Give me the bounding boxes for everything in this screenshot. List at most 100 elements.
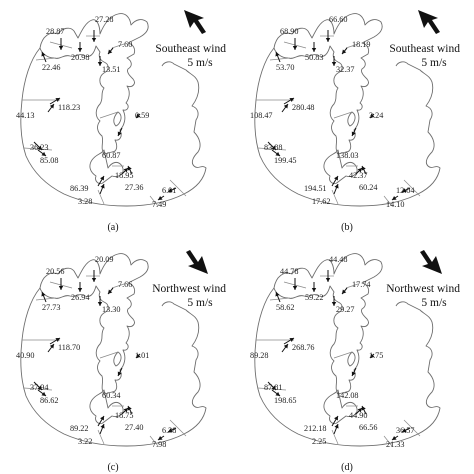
discharge-value: 50.83	[305, 53, 323, 62]
flow-arrowhead	[41, 151, 46, 156]
discharge-value: 21.33	[386, 440, 404, 449]
southeast-arrow-icon	[420, 250, 442, 274]
flow-arrowhead	[168, 428, 173, 433]
cross-section-line	[403, 179, 421, 197]
discharge-value: 27.40	[125, 423, 143, 432]
discharge-value: 1.01	[135, 351, 149, 360]
flow-arrowhead	[77, 288, 83, 292]
flow-arrowhead	[158, 195, 163, 200]
flow-arrowhead	[334, 424, 339, 429]
flow-arrowhead	[100, 176, 104, 181]
discharge-value: 44.48	[329, 255, 347, 264]
cross-section-line	[149, 435, 159, 447]
discharge-value: 86.62	[40, 396, 58, 405]
flow-arrowhead	[275, 52, 280, 57]
flow-arrowhead	[357, 168, 362, 173]
flow-arrowhead	[91, 38, 97, 42]
discharge-value: 7.66	[118, 280, 132, 289]
discharge-value: 87.81	[264, 383, 282, 392]
discharge-value: 60.24	[359, 183, 377, 192]
discharge-value: 89.22	[70, 424, 88, 433]
flow-arrowhead	[58, 46, 64, 50]
discharge-value: 2.25	[312, 437, 326, 446]
flow-arrowhead	[271, 145, 276, 150]
flow-arrowhead	[37, 385, 42, 390]
flow-arrowhead	[325, 38, 331, 42]
northwest-arrow-icon	[184, 10, 206, 34]
cross-section-line	[331, 429, 339, 445]
flow-arrowhead	[331, 302, 337, 306]
cross-section-line	[23, 147, 53, 151]
panel-caption: (a)	[107, 222, 118, 233]
flow-arrowhead	[311, 48, 317, 52]
cross-section-line	[111, 283, 125, 289]
cross-section-line	[403, 419, 421, 437]
flow-arrowhead	[275, 292, 280, 297]
flow-arrowhead	[37, 145, 42, 150]
flow-arrowhead	[123, 408, 128, 413]
discharge-value: 12.04	[396, 186, 414, 195]
discharge-value: 28.87	[46, 27, 64, 36]
cross-section-line	[257, 147, 287, 151]
flow-arrowhead	[100, 424, 105, 429]
discharge-value: 1.75	[369, 351, 383, 360]
flow-arrowhead	[127, 166, 132, 171]
wind-speed: 5 m/s	[421, 297, 447, 309]
flow-arrowhead	[41, 292, 46, 297]
flow-arrowhead	[49, 104, 54, 109]
flow-arrowhead	[331, 62, 337, 66]
discharge-value: 89.28	[250, 351, 268, 360]
flow-arrowhead	[49, 344, 54, 349]
flow-arrowhead	[41, 52, 46, 57]
wind-label: Northwest wind	[152, 283, 226, 295]
flow-arrowhead	[334, 416, 338, 421]
discharge-value: 44.90	[349, 411, 367, 420]
discharge-value: 18.95	[115, 171, 133, 180]
flow-arrowhead	[108, 289, 113, 294]
cross-section-line	[331, 189, 339, 205]
panel-caption: (b)	[341, 222, 353, 233]
discharge-value: 13.51	[102, 65, 120, 74]
discharge-value: 6.01	[162, 186, 176, 195]
discharge-value: 60.87	[102, 151, 120, 160]
discharge-value: 26.94	[71, 293, 89, 302]
discharge-value: 83.88	[264, 143, 282, 152]
discharge-value: 66.60	[329, 15, 347, 24]
cross-section-line	[345, 283, 359, 289]
flow-arrowhead	[41, 391, 46, 396]
cross-section-line	[149, 195, 159, 207]
discharge-value: 3.22	[78, 437, 92, 446]
discharge-value: 44.13	[16, 111, 34, 120]
discharge-value: 280.48	[292, 103, 315, 112]
cross-section-line	[23, 387, 53, 391]
flow-arrowhead	[292, 286, 298, 290]
northwest-arrow-icon	[418, 10, 440, 34]
discharge-value: 40.90	[16, 351, 34, 360]
wind-label: Northwest wind	[386, 283, 460, 295]
discharge-value: 3.24	[369, 111, 383, 120]
discharge-value: 85.08	[40, 156, 58, 165]
wind-speed: 5 m/s	[421, 57, 447, 69]
lake-outline	[20, 253, 207, 447]
panel-caption: (c)	[107, 462, 118, 473]
flow-arrowhead	[117, 371, 122, 376]
discharge-value: 212.18	[304, 424, 327, 433]
cross-section-line	[97, 189, 105, 205]
cross-section-line	[99, 351, 119, 359]
discharge-value: 60.34	[102, 391, 120, 400]
flow-arrowhead	[334, 176, 338, 181]
discharge-value: 53.70	[276, 63, 294, 72]
discharge-value: 36.57	[396, 426, 414, 435]
cross-section-line	[35, 297, 57, 301]
flow-arrowhead	[342, 49, 347, 54]
flow-arrowhead	[325, 278, 331, 282]
flow-arrowhead	[55, 98, 60, 102]
flow-arrowhead	[402, 188, 407, 193]
discharge-value: 59.22	[305, 293, 323, 302]
flow-arrowhead	[342, 289, 347, 294]
flow-arrowhead	[392, 435, 397, 440]
